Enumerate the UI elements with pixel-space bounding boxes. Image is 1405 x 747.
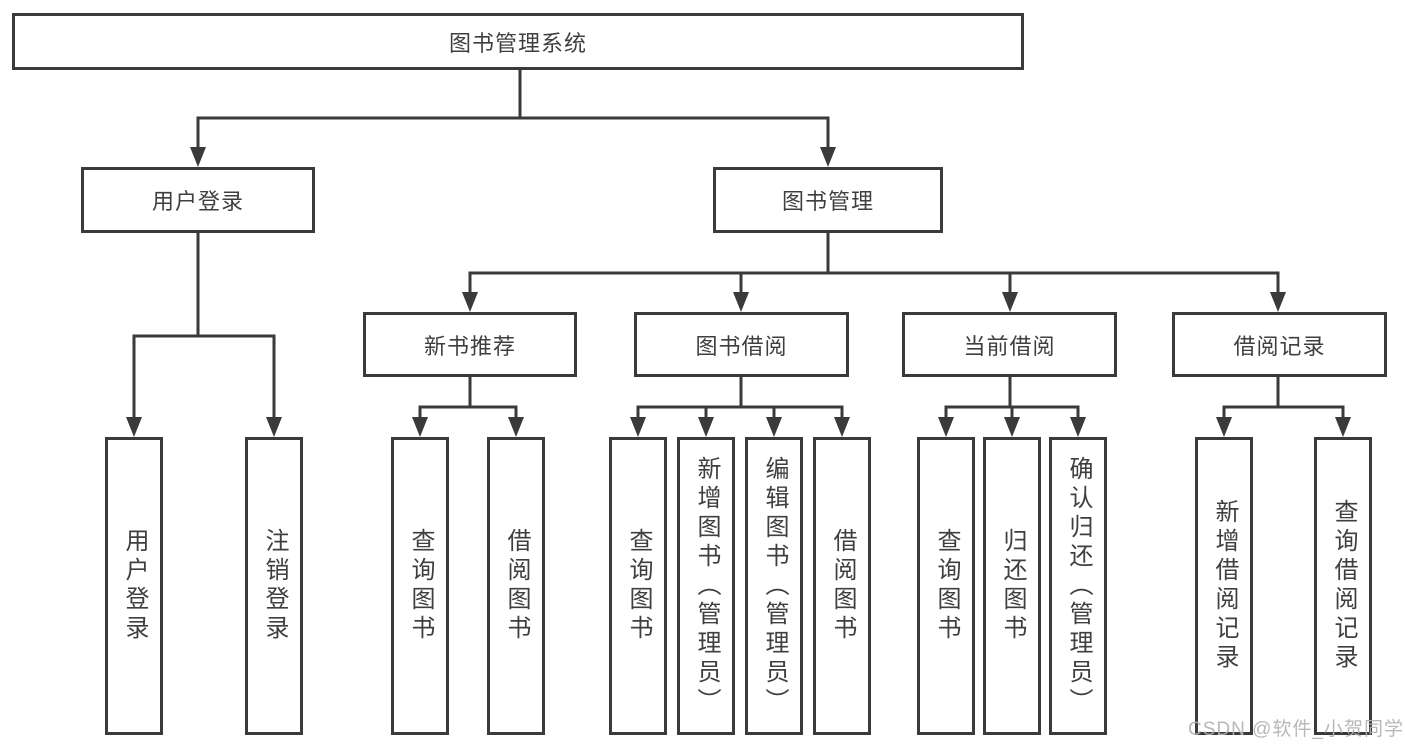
csdn-watermark: CSDN @软件_小贺同学 — [1188, 719, 1404, 740]
arrowhead-icon — [1335, 417, 1351, 437]
leaf-query-books-borrow: 查询图书 — [609, 437, 667, 735]
leaf-query-books-current: 查询图书 — [917, 437, 975, 735]
arrowhead-icon — [820, 147, 836, 167]
leaf-label: 借阅图书 — [503, 528, 530, 644]
connector-root-to-level2 — [190, 68, 836, 167]
leaf-query-borrow-record: 查询借阅记录 — [1314, 437, 1372, 735]
node-user-login: 用户登录 — [81, 167, 315, 233]
node-library-management-system: 图书管理系统 — [12, 13, 1024, 70]
leaf-borrow-books: 借阅图书 — [813, 437, 871, 735]
arrowhead-icon — [1002, 292, 1018, 312]
leaf-label: 查询图书 — [933, 528, 960, 644]
arrowhead-icon — [508, 417, 524, 437]
connector-borrow-records-branch — [1216, 375, 1351, 437]
node-borrow-records: 借阅记录 — [1172, 312, 1387, 377]
connector-book-borrow-branch — [630, 375, 850, 437]
leaf-label: 编辑图书（管理员） — [761, 455, 788, 717]
connector-book-management-branch — [462, 231, 1286, 312]
leaf-add-borrow-record: 新增借阅记录 — [1195, 437, 1253, 735]
leaf-label: 新增借阅记录 — [1211, 499, 1238, 673]
arrowhead-icon — [266, 417, 282, 437]
leaf-confirm-return-admin: 确认归还（管理员） — [1049, 437, 1107, 735]
arrowhead-icon — [1216, 417, 1232, 437]
connector-new-book-recommend-branch — [412, 375, 524, 437]
leaf-label: 查询借阅记录 — [1330, 499, 1357, 673]
arrowhead-icon — [412, 417, 428, 437]
leaf-return-books: 归还图书 — [983, 437, 1041, 735]
node-book-management: 图书管理 — [713, 167, 943, 233]
connector-current-borrow-branch — [938, 375, 1086, 437]
leaf-add-book-admin: 新增图书（管理员） — [677, 437, 735, 735]
leaf-label: 归还图书 — [999, 528, 1026, 644]
arrowhead-icon — [462, 292, 478, 312]
arrowhead-icon — [1270, 292, 1286, 312]
leaf-borrow-books-recommend: 借阅图书 — [487, 437, 545, 735]
leaf-user-login: 用户登录 — [105, 437, 163, 735]
node-book-borrow: 图书借阅 — [634, 312, 849, 377]
arrowhead-icon — [733, 292, 749, 312]
leaf-label: 注销登录 — [261, 528, 288, 644]
leaf-label: 查询图书 — [407, 528, 434, 644]
arrowhead-icon — [126, 417, 142, 437]
node-new-book-recommend: 新书推荐 — [363, 312, 577, 377]
leaf-edit-book-admin: 编辑图书（管理员） — [745, 437, 803, 735]
leaf-query-books-recommend: 查询图书 — [391, 437, 449, 735]
arrowhead-icon — [938, 417, 954, 437]
arrowhead-icon — [630, 417, 646, 437]
arrowhead-icon — [1070, 417, 1086, 437]
leaf-label: 查询图书 — [625, 528, 652, 644]
arrowhead-icon — [190, 147, 206, 167]
arrowhead-icon — [834, 417, 850, 437]
leaf-label: 确认归还（管理员） — [1065, 455, 1092, 717]
arrowhead-icon — [1004, 417, 1020, 437]
leaf-label: 借阅图书 — [829, 528, 856, 644]
connector-user-login-branch — [126, 231, 282, 437]
node-current-borrow: 当前借阅 — [902, 312, 1117, 377]
leaf-label: 用户登录 — [121, 528, 148, 644]
leaf-logout-login: 注销登录 — [245, 437, 303, 735]
arrowhead-icon — [698, 417, 714, 437]
leaf-label: 新增图书（管理员） — [693, 455, 720, 717]
arrowhead-icon — [766, 417, 782, 437]
